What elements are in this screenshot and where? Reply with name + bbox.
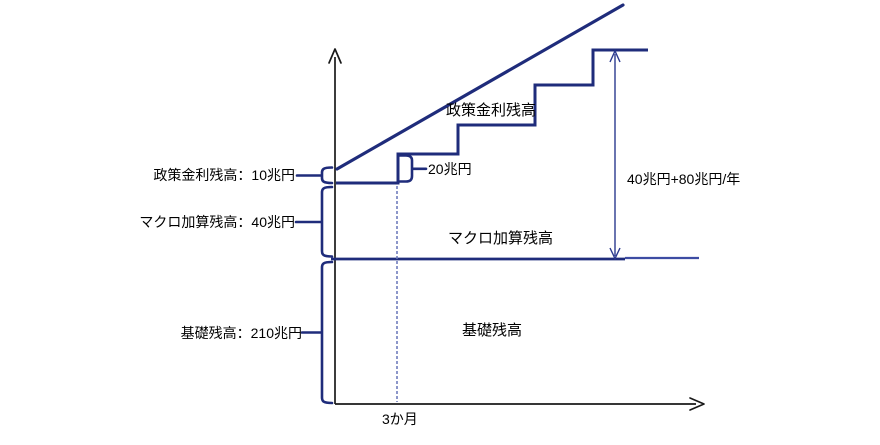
tier3-brace <box>300 260 334 405</box>
trend-line <box>335 3 625 171</box>
range-arrow-bottom-head-icon <box>609 247 621 261</box>
range-arrow-top-head-icon <box>609 49 621 63</box>
step-amount-bracket <box>397 154 428 183</box>
tier2-brace <box>294 185 334 258</box>
tier1-brace <box>295 166 334 185</box>
tier1-bracket-label: 政策金利残高：10兆円 <box>153 167 295 183</box>
tier2-bracket-label: マクロ加算残高：40兆円 <box>139 214 295 230</box>
policy-balance-step-line <box>336 48 648 185</box>
macro-area-label: マクロ加算残高 <box>448 230 554 247</box>
basic-area-label: 基礎残高 <box>462 322 523 339</box>
growth-rate-label: 40兆円+80兆円/年 <box>627 171 741 187</box>
x-axis-tick-label: 3か月 <box>382 411 418 427</box>
x-axis-arrowhead-icon <box>689 397 705 411</box>
policy-area-label: 政策金利残高 <box>446 102 537 119</box>
step-amount-label: 20兆円 <box>428 161 472 177</box>
y-axis-arrowhead-icon <box>328 48 342 64</box>
tier3-bracket-label: 基礎残高：210兆円 <box>180 325 302 341</box>
